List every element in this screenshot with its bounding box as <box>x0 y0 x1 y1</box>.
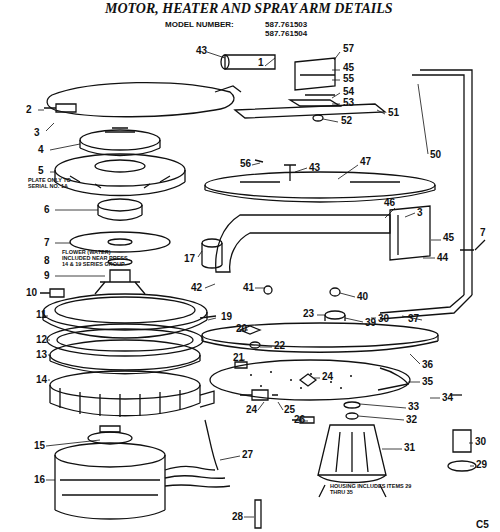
callout-number: 52 <box>341 116 352 126</box>
callout-number: 30 <box>378 314 389 324</box>
callout-number: 3 <box>34 128 40 138</box>
callout-number: 7 <box>44 238 50 248</box>
model-number: 587.761504 <box>265 30 307 38</box>
callout-number: C5 <box>476 520 489 530</box>
callout-number: 30 <box>475 437 486 447</box>
callout-number: 13 <box>36 350 47 360</box>
callout-number: 40 <box>357 292 368 302</box>
callout-number: 33 <box>408 402 419 412</box>
note-text: FLOWER (WATER) INCLUDED NEAR PRESS 14 & … <box>62 250 128 267</box>
callout-number: 6 <box>44 205 50 215</box>
callout-number: 27 <box>242 450 253 460</box>
callout-number: 34 <box>442 393 453 403</box>
callout-number: 44 <box>437 253 448 263</box>
callout-number: 10 <box>26 288 37 298</box>
callout-number: 24 <box>322 372 333 382</box>
note-text: PLATE ONLY TO SERIAL NO. 1A <box>28 178 76 190</box>
callout-number: 17 <box>184 254 195 264</box>
callout-number: 14 <box>36 375 47 385</box>
diagram-title: MOTOR, HEATER AND SPRAY ARM DETAILS <box>105 2 393 16</box>
callout-number: 12 <box>36 335 47 345</box>
callout-number: 7 <box>480 228 486 238</box>
callout-number: 3 <box>417 208 423 218</box>
callout-number: 23 <box>303 309 314 319</box>
callout-number: 8 <box>44 256 50 266</box>
callout-number: 37 <box>408 314 419 324</box>
callout-number: 47 <box>360 157 371 167</box>
callout-number: 41 <box>243 283 254 293</box>
callout-number: 19 <box>221 312 232 322</box>
callout-number: 56 <box>240 159 251 169</box>
callout-number: 43 <box>309 163 320 173</box>
callout-number: 55 <box>343 74 354 84</box>
callout-number: 29 <box>476 460 487 470</box>
callout-number: 51 <box>388 108 399 118</box>
callout-number: 35 <box>422 377 433 387</box>
callout-number: 42 <box>191 283 202 293</box>
callout-number: 53 <box>343 98 354 108</box>
callout-number: 26 <box>294 415 305 425</box>
callout-number: 4 <box>38 145 44 155</box>
callout-number: 25 <box>284 405 295 415</box>
callout-number: 21 <box>233 353 244 363</box>
callout-number: 22 <box>274 341 285 351</box>
callout-number: 11 <box>36 310 47 320</box>
callout-number: 31 <box>404 443 415 453</box>
callout-number: 50 <box>430 150 441 160</box>
callout-number: 28 <box>232 512 243 522</box>
callout-number: 32 <box>406 415 417 425</box>
callout-number: 20 <box>236 324 247 334</box>
model-number: 587.761503 <box>265 21 307 29</box>
model-number: MODEL NUMBER: <box>165 21 234 29</box>
callout-number: 36 <box>422 360 433 370</box>
callout-number: 54 <box>343 87 354 97</box>
callout-number: 24 <box>246 405 257 415</box>
callout-number: 45 <box>343 63 354 73</box>
callout-number: 39 <box>365 318 376 328</box>
callout-number: 45 <box>443 233 454 243</box>
note-text: HOUSING INCLUDES ITEMS 29 THRU 35 <box>330 484 414 496</box>
callout-number: 15 <box>34 441 45 451</box>
callout-number: 5 <box>38 166 44 176</box>
callout-number: 2 <box>26 105 32 115</box>
callout-number: 1 <box>258 58 264 68</box>
callout-number: 9 <box>44 271 50 281</box>
callout-number: 57 <box>343 44 354 54</box>
callout-number: 43 <box>196 46 207 56</box>
callout-number: 16 <box>34 475 45 485</box>
callout-number: 46 <box>384 198 395 208</box>
